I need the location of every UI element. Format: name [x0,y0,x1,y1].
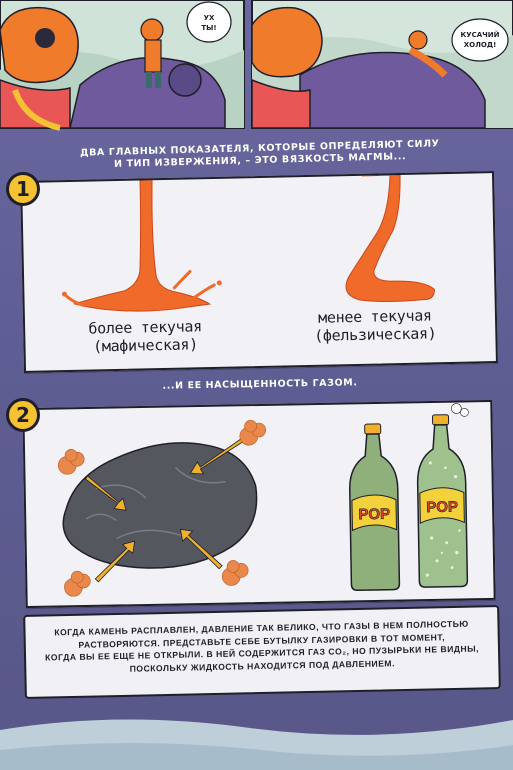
intro-caption: ДВА ГЛАВНЫХ ПОКАЗАТЕЛЯ, КОТОРЫЕ ОПРЕДЕЛЯ… [40,137,480,173]
fluid-lava-label-line-1: более текучая [88,317,203,338]
fluid-lava-label: более текучая (мафическая) [65,317,226,356]
top-comic-strip: УХ ТЫ! КУСАЧИЙ ХОЛОД! [0,0,513,131]
pressure-arrows [85,435,248,583]
bubble-right-line-2: ХОЛОД! [464,41,497,49]
gas-puffs [57,419,267,597]
comic-panel-left: УХ ТЫ! [0,0,245,131]
bubble-right-line-1: КУСАЧИЙ [460,30,499,39]
middle-caption: ...И ЕЕ НАСЫЩЕННОСТЬ ГАЗОМ. [162,377,358,392]
viscous-lava-label-line-2: (фельзическая) [314,324,437,345]
viscosity-panel: более текучая (мафическая) менее текучая… [20,171,498,373]
bubble-left-line-2: ТЫ! [201,24,216,32]
open-soda-bottle: POP [416,403,469,588]
bubble-left-line-1: УХ [204,14,215,22]
comic-panel-right: КУСАЧИЙ ХОЛОД! [251,0,513,129]
bottle-2-label: POP [426,499,458,517]
closed-soda-bottle: POP [349,423,401,592]
panel-number-badge-1: 1 [6,172,40,206]
rock-and-soda-illustration: POP POP [57,403,469,597]
bottom-landscape [0,719,513,770]
lava-illustration [61,174,435,312]
viscous-lava-label: менее текучая (фельзическая) [295,306,456,345]
explanation-box: КОГДА КАМЕНЬ РАСПЛАВЛЕН, ДАВЛЕНИЕ ТАК ВЕ… [23,605,501,699]
fizz-cloud [451,403,469,417]
panel-number-badge-2: 2 [6,398,40,432]
gas-panel: POP POP [22,399,496,609]
fluid-lava-label-line-2: (мафическая) [92,335,199,356]
rock-shape [62,442,258,569]
fizz-bubbles [425,461,461,577]
bottle-1-label: POP [358,506,390,524]
